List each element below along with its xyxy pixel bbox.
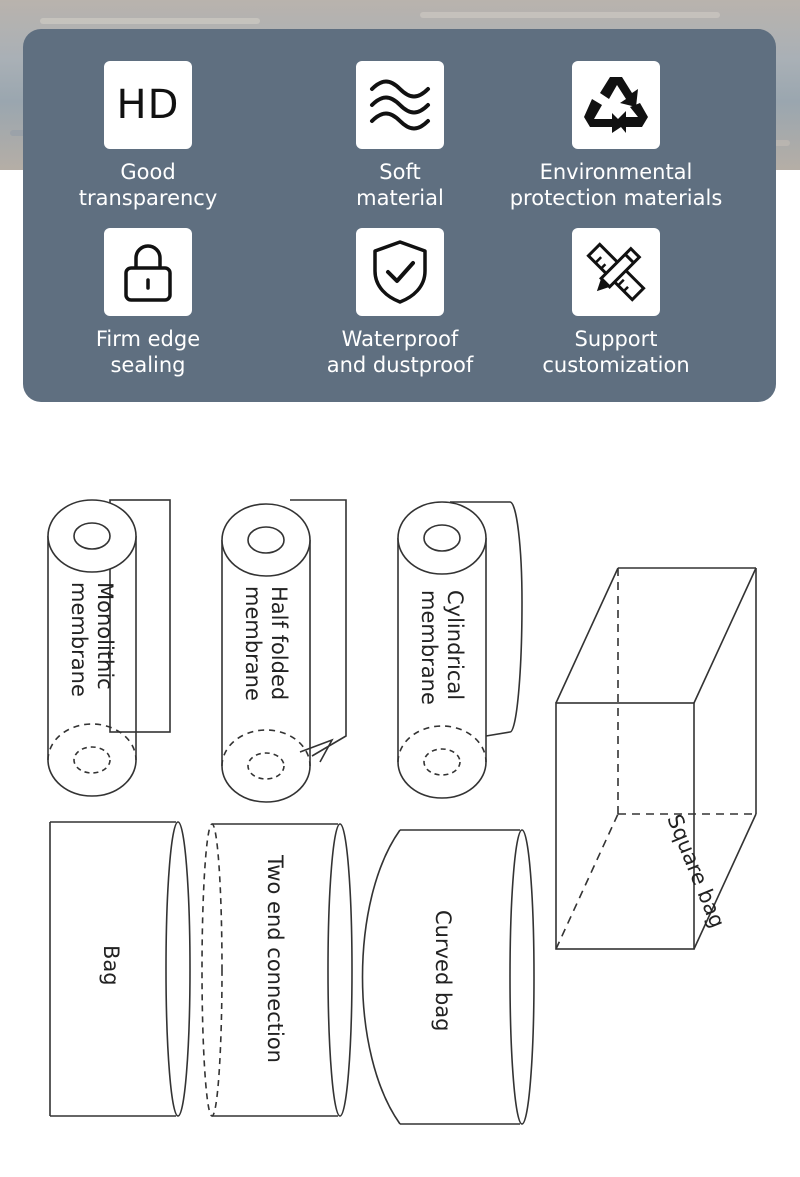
feature-waterproof: Waterproof and dustproof	[275, 228, 525, 378]
hd-icon-text: HD	[116, 82, 180, 128]
recycle-icon	[572, 61, 660, 149]
curved-bag-label: Curved bag	[431, 910, 455, 1032]
feature-firm-edge-sealing: Firm edge sealing	[23, 228, 273, 378]
feature-customization: Support customization	[491, 228, 741, 378]
two-end-connection-label: Two end connection	[263, 854, 287, 1063]
cylindrical-label-line1: Cylindrical	[443, 590, 467, 700]
features-panel: HD Good transparency Soft material Envir…	[23, 29, 776, 402]
bag-shape	[49, 821, 191, 1117]
feature-label: Good transparency	[78, 160, 218, 210]
monolithic-membrane-roll	[47, 499, 171, 797]
cylindrical-label-line2: membrane	[417, 590, 441, 705]
shield-check-icon	[356, 228, 444, 316]
feature-label: Environmental protection materials	[509, 160, 723, 210]
square-bag-shape	[555, 567, 757, 950]
feature-soft-material: Soft material	[275, 61, 525, 211]
two-end-connection-shape	[201, 823, 353, 1117]
feature-label: Waterproof and dustproof	[326, 327, 474, 377]
feature-label: Firm edge sealing	[95, 327, 201, 377]
half-folded-membrane-roll	[221, 499, 347, 803]
feature-good-transparency: HD Good transparency	[23, 61, 273, 211]
bag-label: Bag	[99, 945, 123, 986]
waves-icon	[356, 61, 444, 149]
monolithic-label-line1: Monolithic	[93, 582, 117, 690]
pencil-ruler-icon	[572, 228, 660, 316]
monolithic-label-line2: membrane	[67, 582, 91, 697]
curved-bag-shape	[361, 829, 535, 1125]
feature-label: Support customization	[542, 327, 690, 377]
feature-environmental: Environmental protection materials	[491, 61, 741, 211]
hd-icon: HD	[104, 61, 192, 149]
lock-icon	[104, 228, 192, 316]
feature-label: Soft material	[356, 160, 444, 210]
half-folded-label-line2: membrane	[241, 586, 265, 701]
packaging-types-diagram: Monolithic membrane Half folded membrane…	[0, 480, 800, 1140]
square-bag-label: Square bag	[662, 811, 729, 931]
cylindrical-membrane-roll	[397, 501, 523, 799]
half-folded-label-line1: Half folded	[267, 586, 291, 700]
